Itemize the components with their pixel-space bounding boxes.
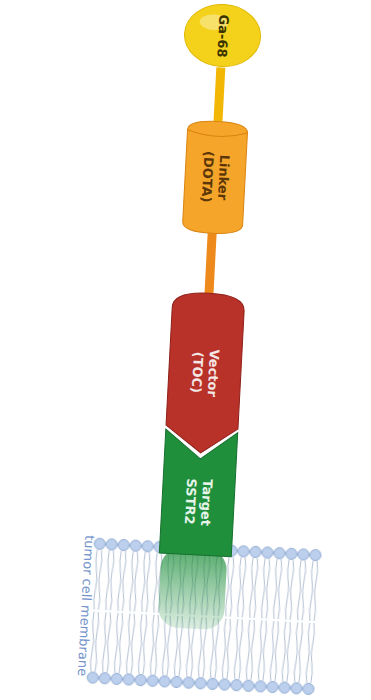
node-content: Target SSTR2	[159, 429, 237, 557]
node-content: Ga-68	[182, 2, 263, 70]
node-content: Linker (DOTA)	[182, 120, 248, 235]
isotope-ellipse: Ga-68	[182, 2, 263, 70]
node-label: Target SSTR2	[180, 469, 215, 535]
node-label: Vector (TOC)	[187, 340, 222, 406]
connector-stalk	[209, 233, 212, 293]
connector-stalk	[218, 67, 221, 121]
target-receptor: Target SSTR2	[159, 429, 237, 557]
node-content: Vector (TOC)	[165, 291, 245, 455]
vector-block: Vector (TOC)	[165, 291, 245, 455]
node-label: Ga-68	[213, 14, 231, 58]
node-label: Linker (DOTA)	[197, 145, 232, 211]
linker-cylinder: Linker (DOTA)	[182, 120, 248, 235]
